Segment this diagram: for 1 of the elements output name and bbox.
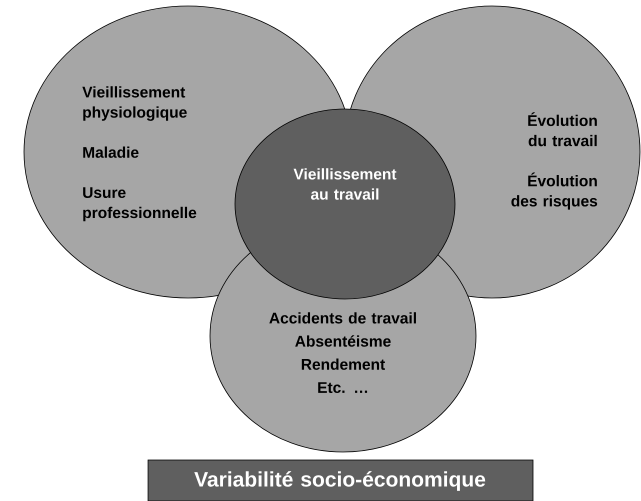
- title-banner: Variabilité socio-économique: [148, 460, 534, 501]
